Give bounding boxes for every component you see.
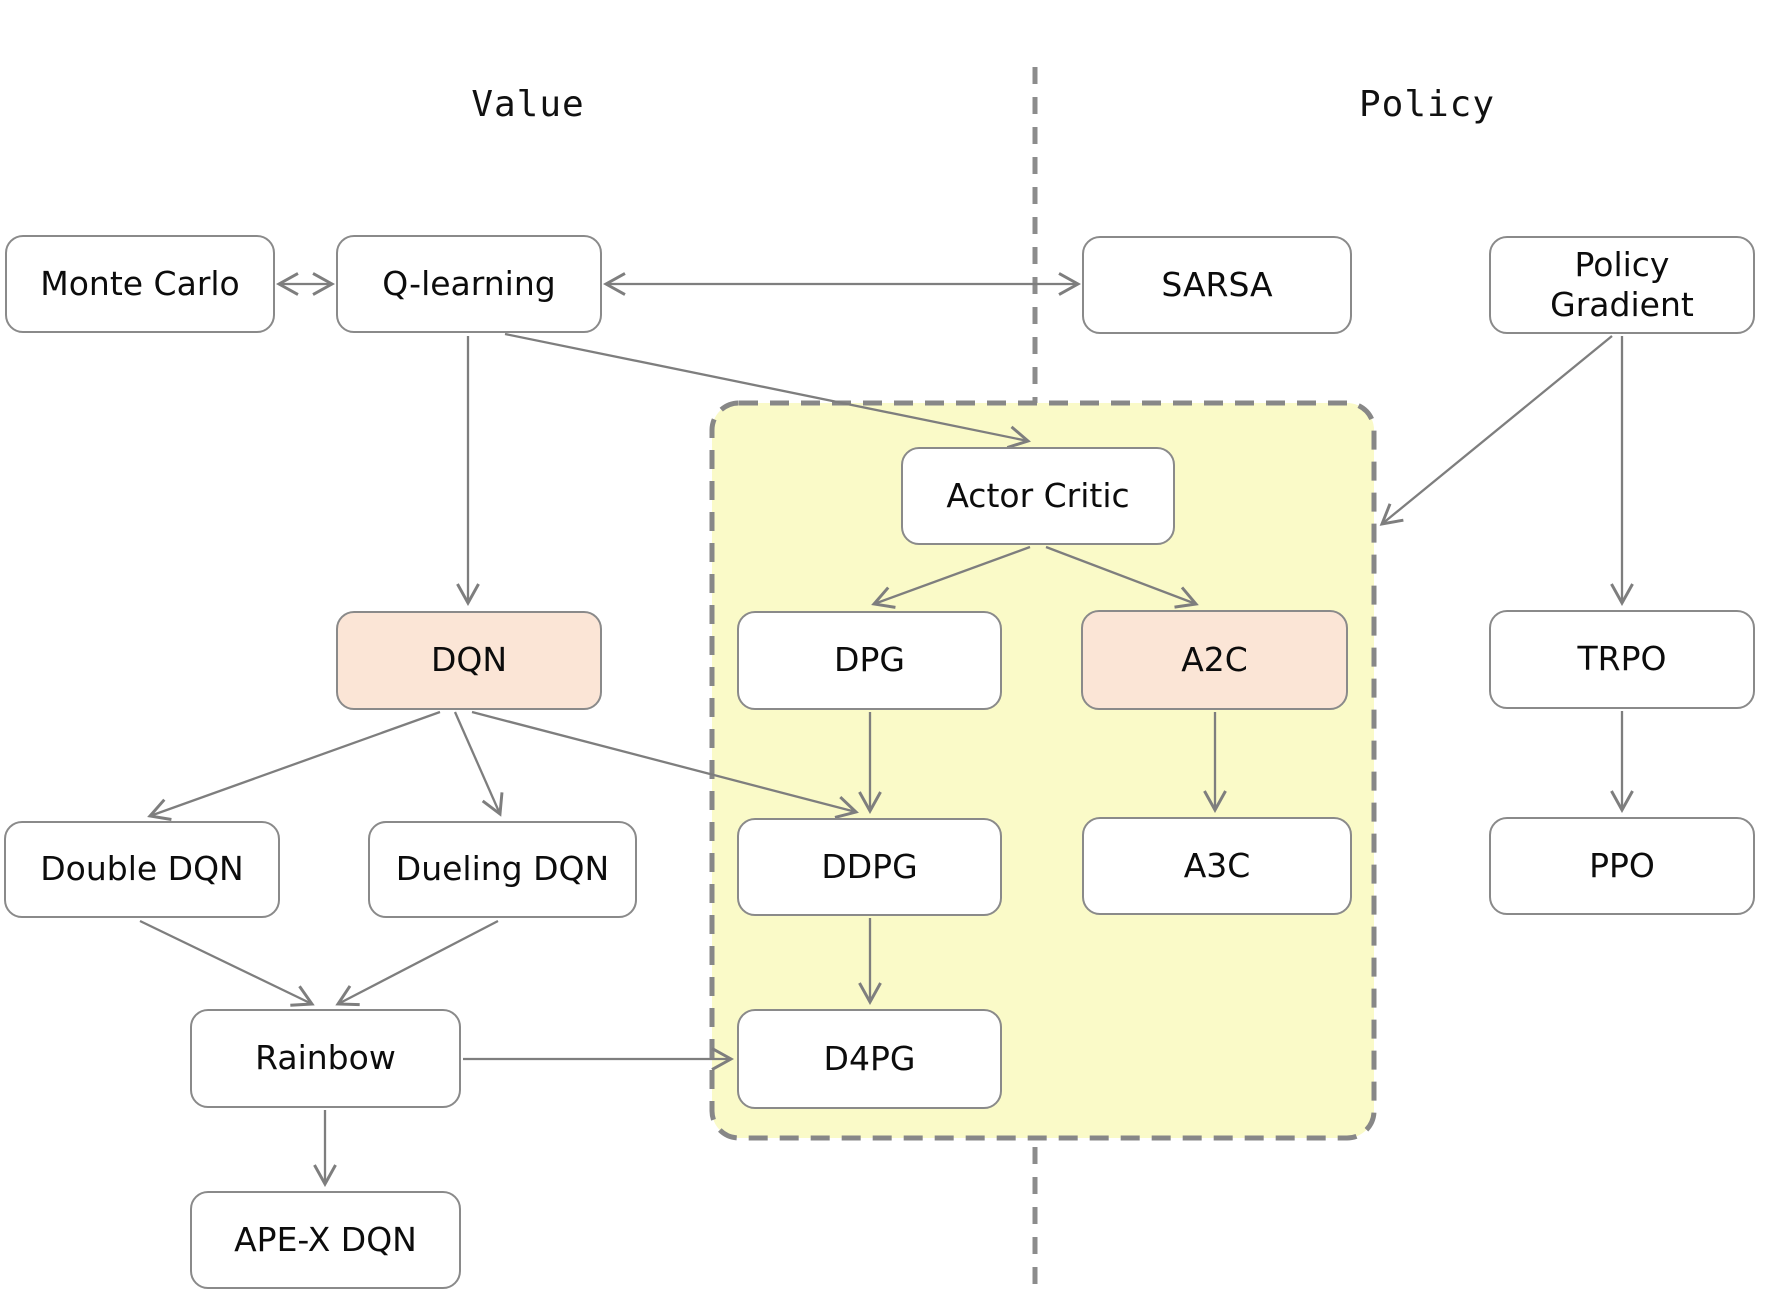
edge-actorcritic-dpg (871, 545, 1031, 609)
node-dqn-label: DQN (430, 640, 508, 680)
section-heading-policy: Policy (1358, 84, 1496, 125)
edge-dqn-duelingdqn (453, 711, 504, 817)
node-ddpg-label: DDPG (821, 846, 918, 886)
node-ppo: PPO (1489, 817, 1755, 915)
edge-doubledqn-rainbow (139, 919, 315, 1007)
node-a3c-label: A3C (1183, 845, 1251, 885)
node-apex-dqn: APE-X DQN (190, 1191, 461, 1289)
node-q-learning: Q-learning (336, 235, 602, 333)
edge-dqn-ddpg (471, 710, 859, 819)
node-trpo: TRPO (1489, 610, 1755, 709)
edge-qlearning-actorcritic (504, 332, 1031, 449)
node-dqn: DQN (336, 611, 602, 710)
node-dueling-dqn: Dueling DQN (368, 821, 637, 918)
node-dueling-dqn-label: Dueling DQN (395, 849, 610, 889)
node-a2c: A2C (1081, 610, 1348, 710)
node-monte-carlo-label: Monte Carlo (40, 263, 240, 303)
node-sarsa: SARSA (1082, 236, 1352, 334)
node-actor-critic-label: Actor Critic (946, 475, 1130, 515)
node-ddpg: DDPG (737, 818, 1002, 916)
node-dpg: DPG (737, 611, 1002, 710)
node-sarsa-label: SARSA (1161, 264, 1273, 304)
edge-duelingdqn-rainbow (335, 919, 499, 1007)
node-double-dqn-label: Double DQN (40, 849, 244, 889)
node-a2c-label: A2C (1181, 639, 1248, 679)
node-policy-gradient-label: Policy Gradient (1550, 244, 1694, 324)
node-policy-gradient: Policy Gradient (1489, 236, 1755, 334)
node-ppo-label: PPO (1589, 845, 1655, 885)
section-heading-value: Value (471, 84, 585, 125)
node-rainbow-label: Rainbow (255, 1038, 396, 1078)
node-q-learning-label: Q-learning (382, 263, 556, 303)
node-monte-carlo: Monte Carlo (5, 235, 275, 333)
edge-dqn-doubledqn (147, 710, 441, 821)
node-d4pg: D4PG (737, 1009, 1002, 1109)
node-rainbow: Rainbow (190, 1009, 461, 1108)
node-dpg-label: DPG (834, 640, 905, 680)
node-apex-dqn-label: APE-X DQN (234, 1219, 417, 1259)
edge-actorcritic-a2c (1045, 545, 1199, 609)
node-trpo-label: TRPO (1577, 639, 1667, 679)
node-actor-critic: Actor Critic (901, 447, 1175, 545)
node-a3c: A3C (1082, 817, 1352, 915)
edge-policygradient-family (1379, 335, 1613, 526)
node-double-dqn: Double DQN (4, 821, 280, 918)
node-d4pg-label: D4PG (823, 1038, 916, 1078)
